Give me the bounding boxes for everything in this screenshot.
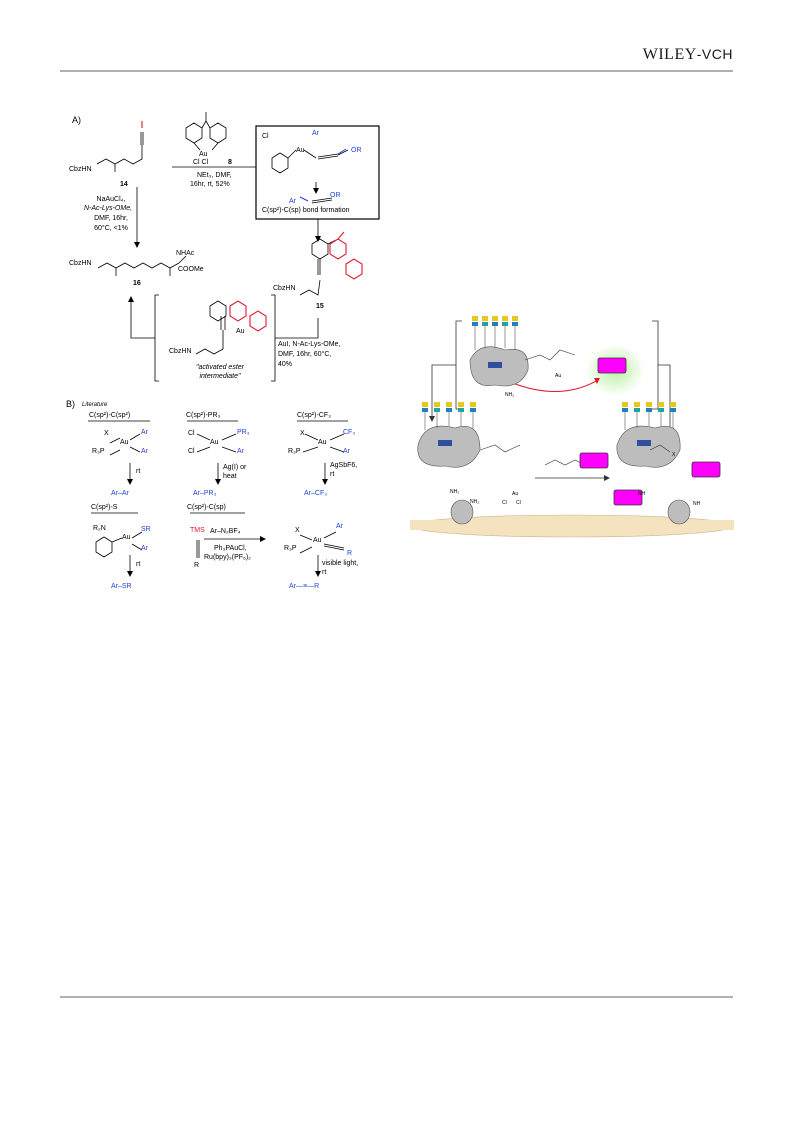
mech-or-product: OR <box>330 192 341 199</box>
nh-label: NH <box>693 501 701 507</box>
condition-line: NaAuCl₄, <box>96 196 126 203</box>
condition-line: 60°C, <1% <box>94 225 128 232</box>
r-label: R <box>347 550 353 557</box>
literature-reagent: Ar–N₂BF₄ <box>210 528 241 535</box>
panel-b-label: B) <box>66 399 75 409</box>
literature-product: Ar–Ar <box>111 490 129 497</box>
complex-x: X <box>104 430 109 437</box>
literature-product: Ar—≡—R <box>289 583 320 590</box>
scheme-drawing <box>88 112 380 577</box>
condition-line: AuI, N-Ac-Lys-OMe, <box>278 341 341 348</box>
intermediate-caption: intermediate" <box>199 373 241 380</box>
compound-14-group: CbzHN <box>69 166 92 173</box>
r-label: R <box>194 562 200 569</box>
complex-ar: Ar <box>237 448 244 455</box>
literature-product: Ar–SR <box>111 583 132 590</box>
cl-label: Cl <box>516 500 521 506</box>
compound-8-label: 8 <box>228 159 232 166</box>
literature-title: C(sp²)-PR₃ <box>186 412 221 419</box>
complex-pr3: PR₃ <box>237 429 250 436</box>
complex-r2n: R₂N <box>93 525 106 532</box>
complex-r3p: R₃P <box>92 448 105 455</box>
au-label: Au <box>555 373 562 379</box>
complex-ar: Ar <box>336 523 343 530</box>
literature-product: Ar–PR₃ <box>193 490 217 497</box>
complex-r3p: R₃P <box>288 448 301 455</box>
au-label: Au <box>512 491 519 497</box>
intermediate-caption: "activated ester <box>195 364 244 371</box>
complex-cl: Cl <box>188 430 195 437</box>
condition-line: 40% <box>278 361 293 368</box>
compound-16-label: 16 <box>133 280 141 287</box>
complex-x: X <box>295 527 300 534</box>
compound-16-group: CbzHN <box>69 260 92 267</box>
compound-16-group: NHAc <box>176 250 195 257</box>
literature-title: C(sp²)-C(sp) <box>187 504 226 511</box>
complex-au: Au <box>318 439 327 446</box>
footer-rule <box>60 996 733 998</box>
panel-b-subtitle: Literature <box>82 402 108 408</box>
complex-au: Au <box>120 439 129 446</box>
complex-ar: Ar <box>141 448 148 455</box>
complex-sr: SR <box>141 526 151 533</box>
mech-cl: Cl <box>262 133 269 140</box>
x-label: X <box>672 452 676 458</box>
complex-ar: Ar <box>343 448 350 455</box>
intermediate-metal: Au <box>236 328 245 335</box>
literature-title: C(sp²)-CF₃ <box>297 412 331 419</box>
literature-condition: rt <box>136 561 141 568</box>
condition-line: 16hr, rt, 52% <box>190 181 230 188</box>
nh2-label: NH₂ <box>450 489 460 495</box>
literature-condition: heat <box>223 473 237 480</box>
tms-label: TMS <box>190 527 205 534</box>
compound-15-label: 15 <box>316 303 324 310</box>
logo-main-text: WILEY <box>642 46 697 63</box>
literature-condition: Ru(bpy)₃(PF₆)₂ <box>204 554 251 561</box>
complex-cf3: CF₃ <box>343 429 356 436</box>
compound-8-metal: Au <box>199 151 208 158</box>
complex-x: X <box>300 430 305 437</box>
literature-condition: visible light, <box>322 560 359 567</box>
literature-product: Ar–CF₃ <box>304 490 328 497</box>
nh2-label: NH₂ <box>470 499 480 505</box>
literature-title: C(sp²)-C(sp²) <box>89 412 131 419</box>
compound-15-group: CbzHN <box>273 285 296 292</box>
complex-au: Au <box>122 534 131 541</box>
mech-au: Au <box>296 147 305 154</box>
complex-ar: Ar <box>141 429 148 436</box>
literature-condition: AgSbF6, <box>330 462 358 469</box>
mech-or: OR <box>351 147 362 154</box>
complex-cl: Cl <box>188 448 195 455</box>
nh2-label: NH₂ <box>505 392 515 398</box>
publisher-logo: WILEY-VCH <box>643 46 733 64</box>
complex-au: Au <box>210 439 219 446</box>
complex-ar: Ar <box>141 545 148 552</box>
complex-au: Au <box>313 537 322 544</box>
literature-condition: rt <box>136 468 141 475</box>
compound-16-group: COOMe <box>178 266 204 273</box>
condition-line: DMF, 16hr, 60°C, <box>278 351 332 358</box>
header-rule <box>60 70 733 72</box>
condition-line: DMF, 16hr, <box>94 215 128 222</box>
literature-condition: Ag(I) or <box>223 464 247 471</box>
intermediate-group: CbzHN <box>169 348 192 355</box>
nh-label: NH <box>638 491 646 497</box>
complex-r3p: R₃P <box>284 545 297 552</box>
cl-label: Cl <box>502 500 507 506</box>
mech-ar-product: Ar <box>289 198 296 205</box>
literature-condition: Ph₃PAuCl, <box>214 545 247 552</box>
literature-title: C(sp²)-S <box>91 504 118 511</box>
compound-8-ligands: Cl Cl <box>193 159 209 166</box>
literature-condition: rt <box>330 471 335 478</box>
panel-a-label: A) <box>72 115 81 125</box>
literature-condition: rt <box>322 569 327 576</box>
logo-suffix-text: -VCH <box>696 46 733 62</box>
condition-line: NEt₃, DMF, <box>197 172 232 179</box>
condition-line: N-Ac-Lys-OMe, <box>83 205 133 212</box>
compound-14-label: 14 <box>120 181 128 188</box>
mechanism-box-title: C(sp²)-C(sp) bond formation <box>262 207 350 214</box>
mech-ar: Ar <box>312 130 319 137</box>
